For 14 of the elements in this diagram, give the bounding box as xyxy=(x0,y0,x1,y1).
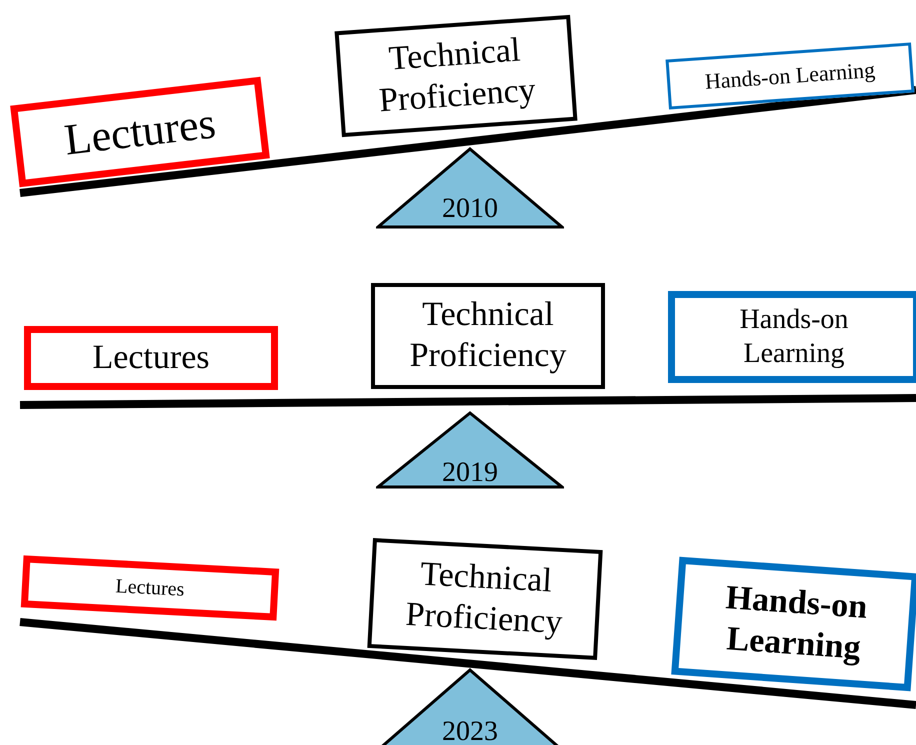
label-box: Lectures xyxy=(10,76,270,188)
label-box: Technical Proficiency xyxy=(367,538,603,660)
fulcrum-triangle xyxy=(376,147,564,229)
fulcrum-triangle xyxy=(376,411,564,489)
label-box: Hands-on Learning xyxy=(666,42,914,110)
label-box: Technical Proficiency xyxy=(371,283,605,389)
label-box: Hands-on Learning xyxy=(671,556,916,692)
label-box: Hands-on Learning xyxy=(668,291,916,383)
year-label: 2019 xyxy=(441,457,499,489)
year-label: 2010 xyxy=(441,193,499,225)
label-box: Lectures xyxy=(24,326,278,390)
label-box: Technical Proficiency xyxy=(334,14,578,138)
year-label: 2023 xyxy=(441,716,499,745)
label-box: Lectures xyxy=(20,555,280,621)
